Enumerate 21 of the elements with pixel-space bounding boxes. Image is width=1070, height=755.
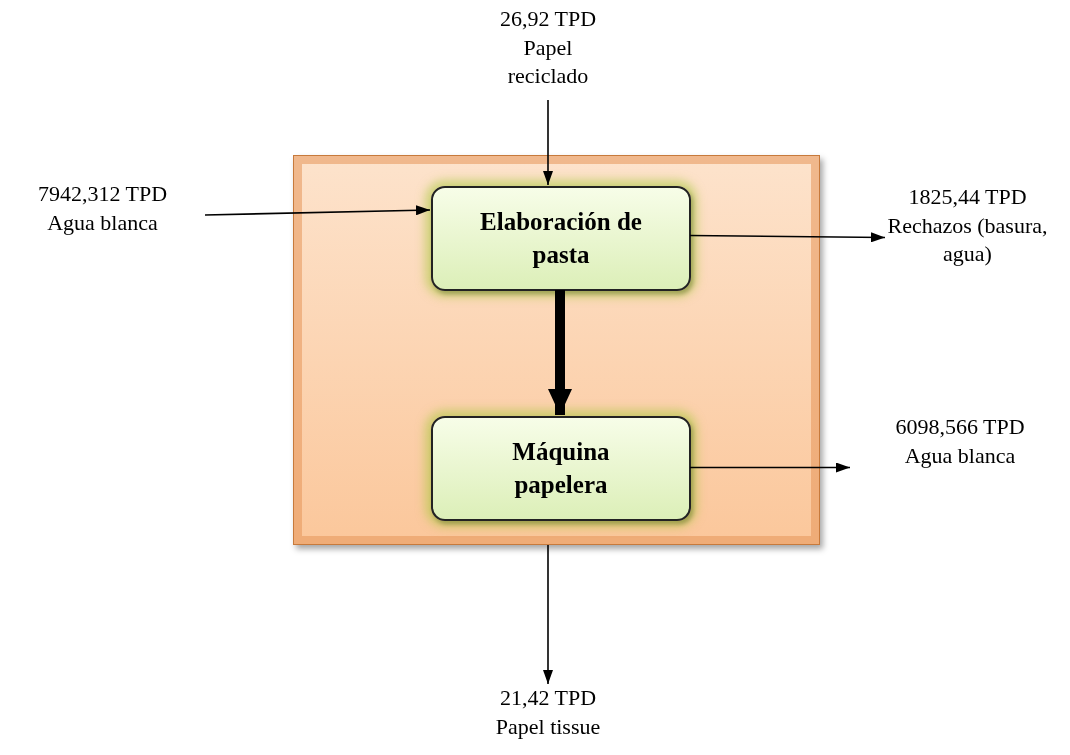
flow-value: 26,92 TPD: [499, 5, 597, 33]
process-box: [431, 186, 691, 291]
arrow: [543, 544, 553, 685]
flow-label: Agua blanca: [904, 441, 1016, 470]
flow-value: 21,42 TPD: [499, 684, 597, 712]
flow-value: 6098,566 TPD: [895, 413, 1025, 441]
flow-value: 1825,44 TPD: [908, 183, 1027, 211]
flow-label: Rechazos (basura, agua): [886, 211, 1049, 269]
process-label: Elaboración de pasta: [479, 207, 643, 270]
panel-background: [293, 155, 820, 545]
arrow: [204, 205, 431, 216]
process-label: Máquina papelera: [511, 437, 611, 500]
arrow: [548, 290, 572, 415]
arrow: [689, 462, 851, 473]
arrow: [543, 99, 553, 186]
flow-label: Papel reciclado: [506, 33, 590, 91]
arrow: [689, 232, 886, 243]
flow-label: Papel tissue: [495, 712, 601, 741]
process-box: [431, 416, 691, 521]
flow-value: 7942,312 TPD: [37, 180, 168, 208]
flow-label: Agua blanca: [47, 208, 158, 237]
